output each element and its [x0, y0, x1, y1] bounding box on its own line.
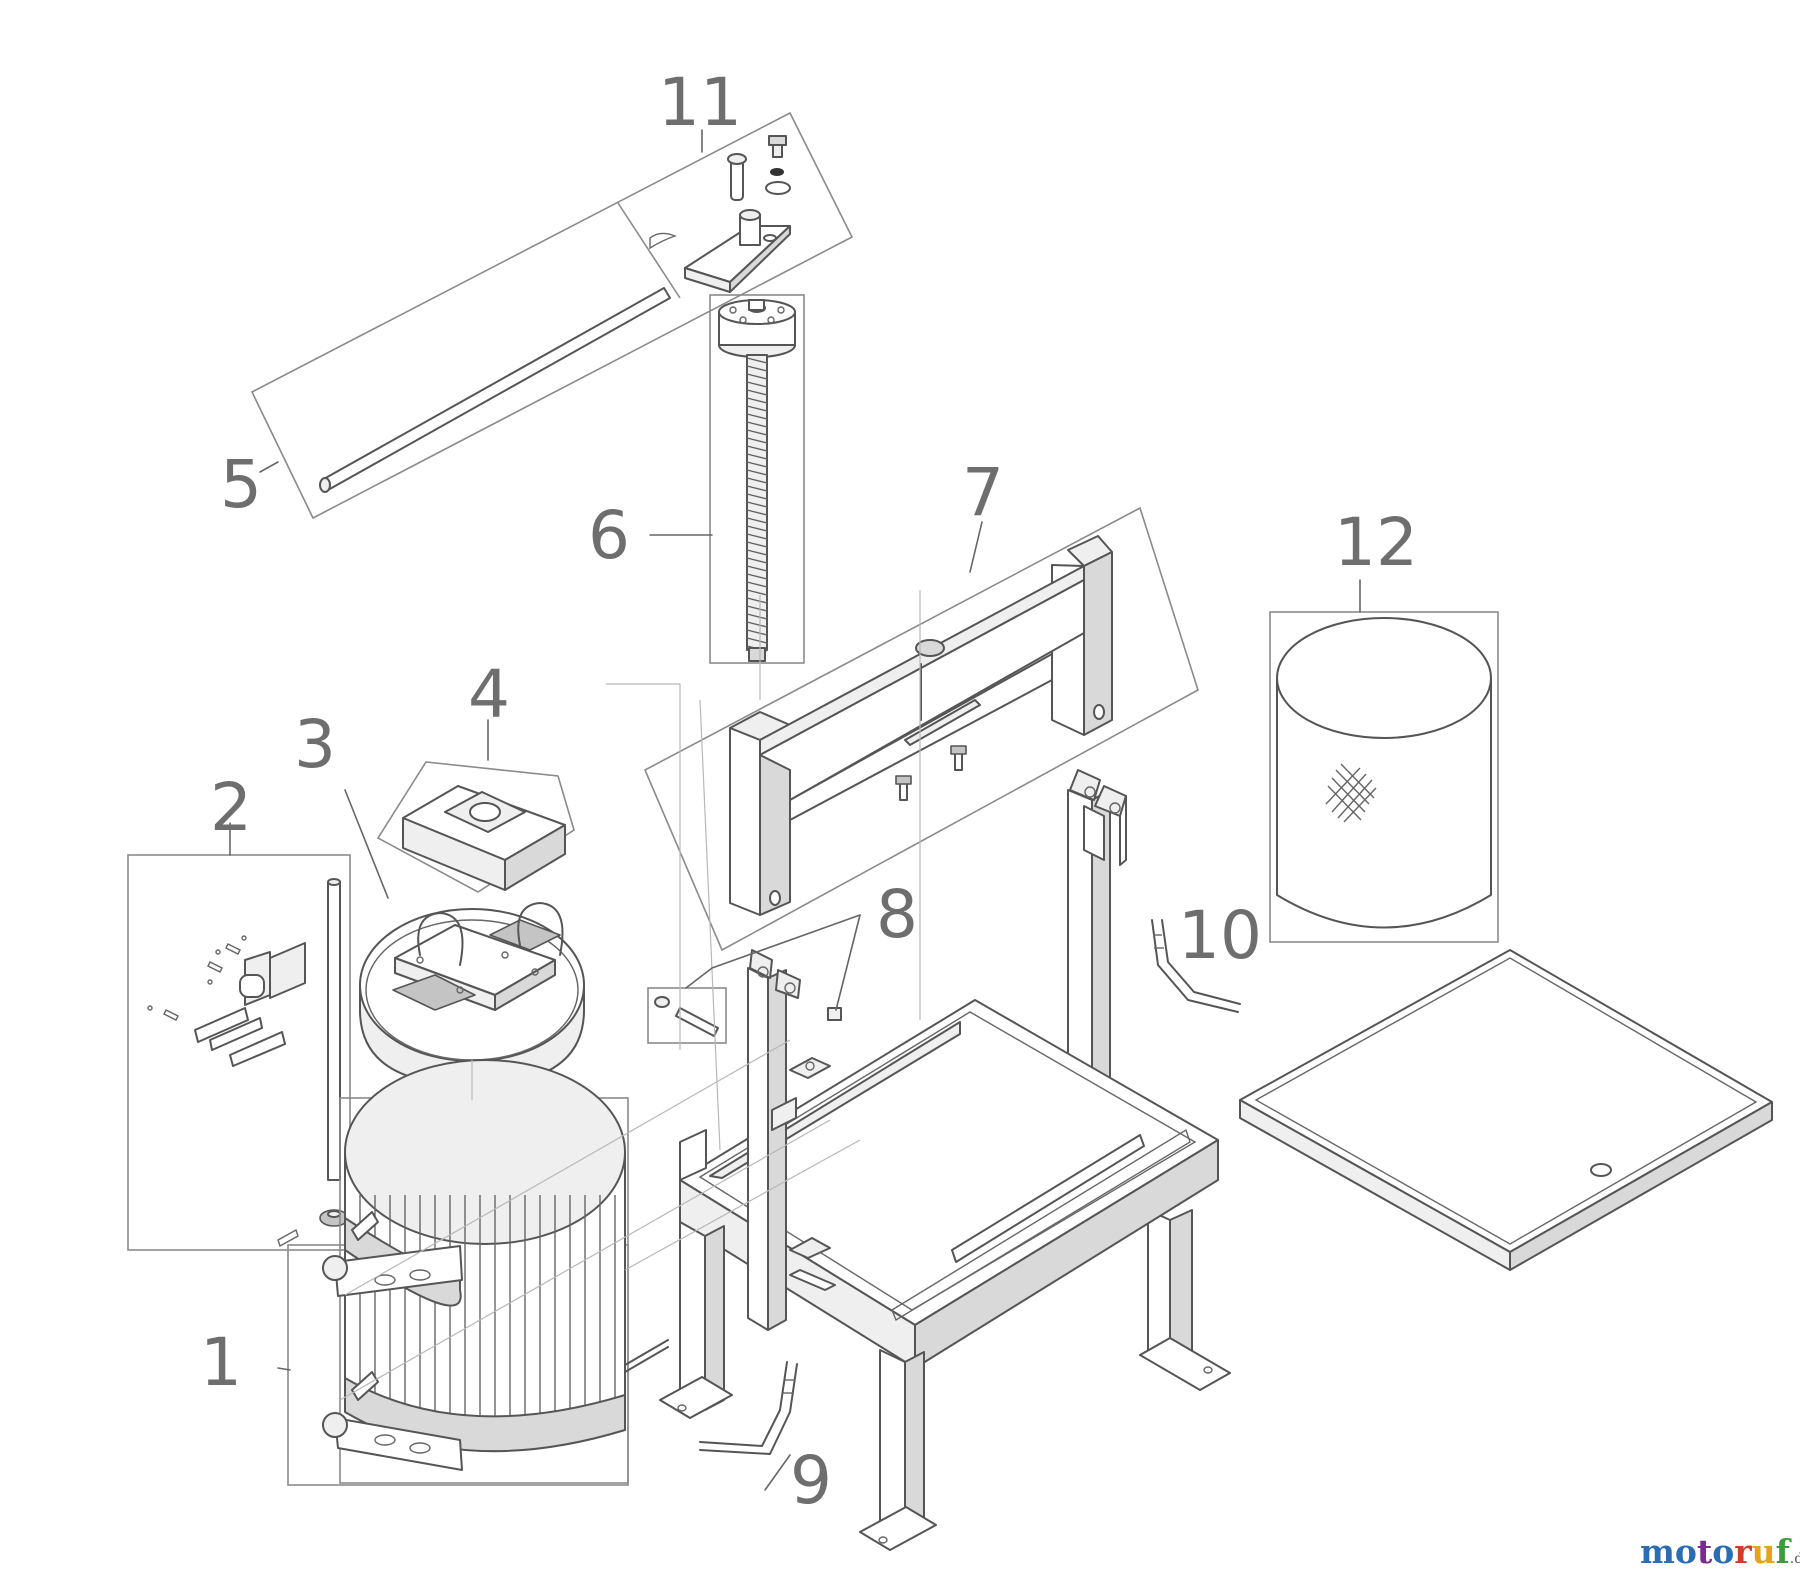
callout-8: 8: [876, 876, 918, 953]
assembly-guide-lines: [339, 590, 921, 1401]
part-8-pins: [647, 987, 842, 1044]
mesh-pattern: [1325, 763, 1377, 823]
part-5-handle-bar: [319, 287, 671, 493]
callout-10: 10: [1178, 897, 1262, 974]
callout-2: 2: [210, 769, 252, 846]
callout-12: 12: [1334, 504, 1418, 581]
callout-1: 1: [200, 1324, 242, 1401]
part-11-hardware: [649, 135, 791, 293]
drip-tray: [1239, 949, 1773, 1271]
part-3-press-plate: [359, 902, 585, 1086]
callout-7: 7: [962, 454, 1004, 531]
watermark-tld: .de: [1789, 1551, 1800, 1567]
callout-5: 5: [220, 446, 262, 523]
part-7-crossbar-frame: [643, 506, 1199, 952]
part-2-hinge-set: [127, 854, 351, 1251]
part-1-basket: [287, 1059, 669, 1486]
part-9-locking-pin: [699, 1361, 798, 1455]
callout-11: 11: [658, 64, 742, 141]
callout-3: 3: [294, 706, 336, 783]
part-12-filter-bag: [1269, 611, 1499, 943]
watermark-text: motoruf: [1640, 1532, 1790, 1571]
leader-lines: [229, 129, 1361, 1491]
motoruf-watermark-logo: motoruf.de: [1640, 1532, 1800, 1571]
callout-9: 9: [790, 1442, 832, 1519]
callout-4: 4: [468, 656, 510, 733]
callout-6: 6: [588, 497, 630, 574]
part-6-screw-spindle: [709, 294, 805, 664]
part-10-locking-pin: [1151, 919, 1241, 1013]
press-frame: [659, 769, 1231, 1551]
part-11-group-box: [250, 111, 854, 520]
part-4-pressing-block: [376, 761, 575, 893]
